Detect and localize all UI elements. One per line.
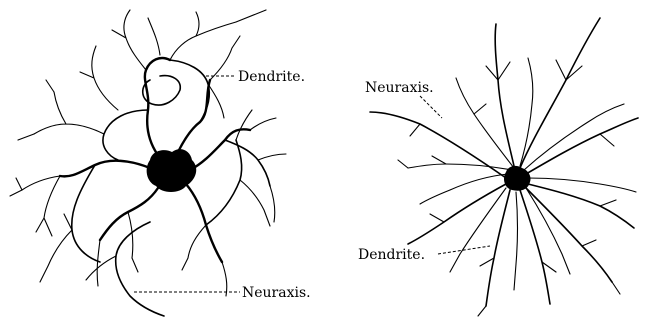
left-dendrite-trunk <box>145 58 170 158</box>
right-neuron <box>370 18 638 316</box>
right-dendrite <box>486 190 510 306</box>
left-branch <box>148 12 199 55</box>
right-fibre <box>528 178 636 192</box>
right-fibre <box>524 104 624 170</box>
left-neuraxis <box>116 222 164 316</box>
left-branch <box>34 92 104 134</box>
right-fibre <box>514 192 518 290</box>
left-cell-body <box>147 149 197 192</box>
left-dendrite-trunk <box>60 161 150 177</box>
left-dendrite <box>170 60 209 122</box>
left-dendrite-trunk <box>186 184 222 262</box>
right-neuraxis-leader <box>420 96 442 118</box>
right-fibre <box>480 134 616 272</box>
right-fibre <box>410 104 486 222</box>
left-branch <box>16 80 116 280</box>
right-neuraxis <box>370 112 506 178</box>
left-branch <box>170 10 266 60</box>
left-branch <box>10 176 60 236</box>
left-dendrite-trunk <box>178 80 210 152</box>
left-neuraxis-label: Neuraxis. <box>242 285 311 301</box>
right-dendrite-label: Dendrite. <box>358 247 425 263</box>
right-dendrite <box>520 18 600 168</box>
right-neuraxis-label: Neuraxis. <box>365 80 434 96</box>
left-dendrite <box>225 140 270 186</box>
left-branch <box>112 10 146 70</box>
right-fibre <box>520 58 533 166</box>
left-branch <box>250 118 286 222</box>
right-fibre <box>408 164 512 170</box>
left-branch <box>80 46 118 110</box>
right-fibre <box>456 78 514 168</box>
right-dendrite <box>495 24 514 166</box>
right-fibre <box>420 174 508 204</box>
left-dendrite <box>103 110 148 160</box>
left-branch <box>40 214 72 282</box>
left-dendrite <box>72 165 100 262</box>
left-neuron <box>10 10 286 316</box>
right-dendrite <box>408 184 506 244</box>
left-branch <box>208 36 240 118</box>
left-dendrite-label: Dendrite. <box>238 69 305 85</box>
